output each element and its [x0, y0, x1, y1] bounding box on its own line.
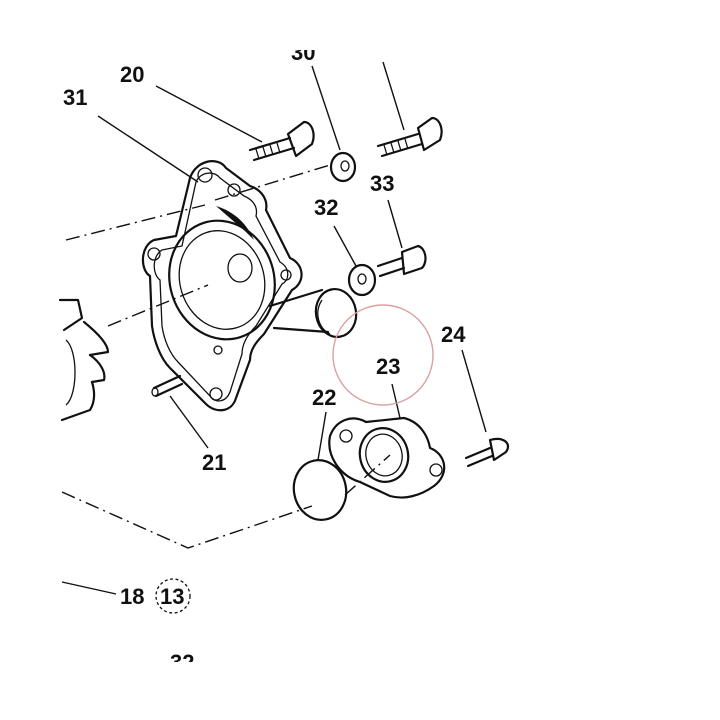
pump-cover-part: [141, 160, 358, 412]
dashed-circle-13: [155, 578, 191, 614]
callout-13[interactable]: 13: [160, 584, 184, 609]
bottom-crop: [150, 662, 210, 702]
highlight-circle-23[interactable]: [332, 304, 434, 406]
bolt-20-part: [248, 120, 315, 162]
dowel-pin-21-part: [151, 374, 184, 398]
o-ring-22-part: [292, 459, 348, 521]
callout-31[interactable]: 31: [63, 85, 87, 110]
flange-23-part: [328, 416, 446, 499]
callout-22[interactable]: 22: [312, 385, 336, 410]
callout-23[interactable]: 23: [376, 354, 400, 379]
callout-32[interactable]: 32: [314, 195, 338, 220]
assembly-lines: [61, 164, 391, 549]
callout-24[interactable]: 24: [441, 322, 466, 347]
adjacent-housing-part: [58, 298, 110, 422]
bolt-33-part: [376, 244, 427, 278]
top-crop: [280, 0, 340, 50]
screw-24-part: [464, 437, 510, 468]
callout-18[interactable]: 18: [120, 584, 144, 609]
bolt-30-part: [376, 116, 443, 158]
washer-30-part: [329, 151, 357, 183]
leader-lines: [61, 61, 487, 595]
callout-20[interactable]: 20: [120, 62, 144, 87]
callout-33[interactable]: 33: [370, 171, 394, 196]
callout-21[interactable]: 21: [202, 450, 226, 475]
washer-32-part: [347, 263, 377, 297]
